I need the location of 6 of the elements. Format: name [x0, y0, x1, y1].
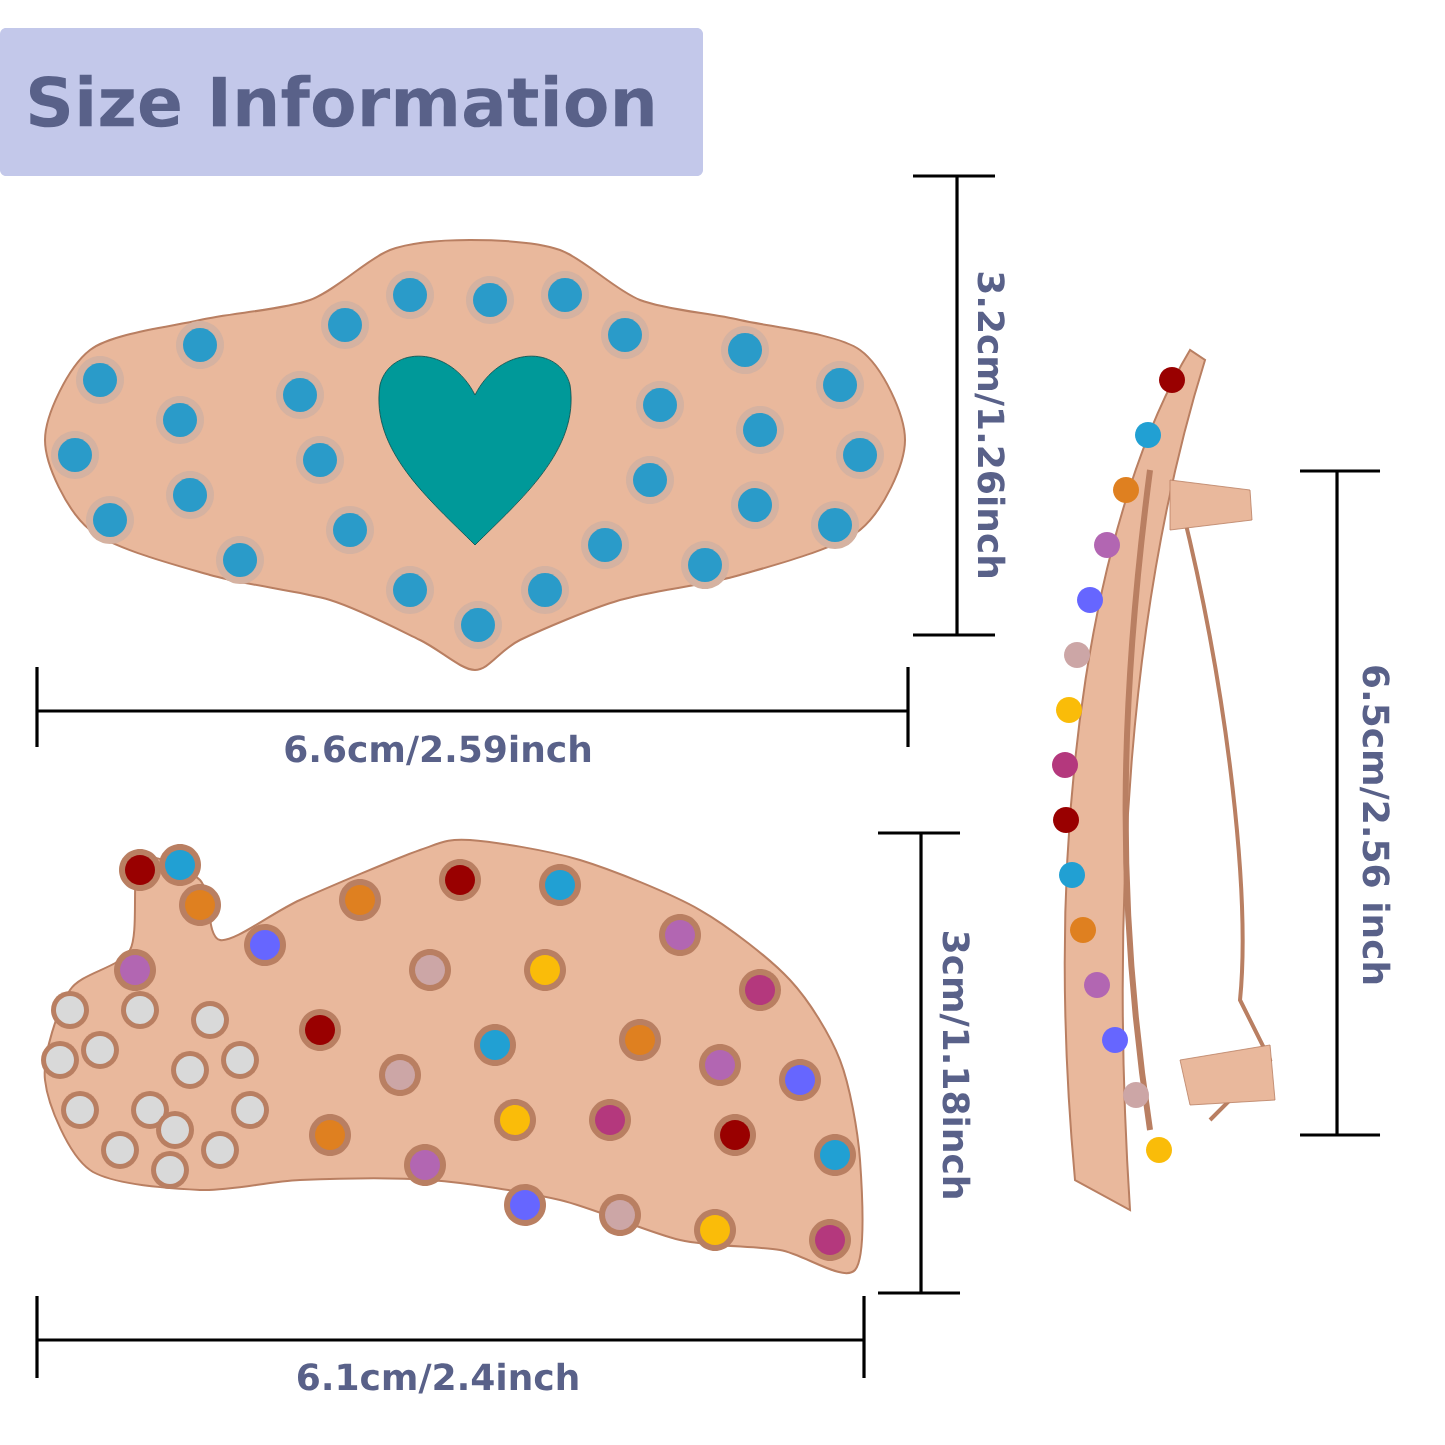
- title-banner: Size Information: [0, 28, 703, 176]
- dimension-label: 6.5cm/2.56 inch: [1359, 666, 1391, 984]
- dimension-label: 6.6cm/2.59inch: [285, 734, 591, 766]
- dimension-label: 6.1cm/2.4inch: [298, 1362, 578, 1394]
- dimension-label: 3cm/1.18inch: [939, 932, 971, 1198]
- dimension-label: 3.2cm/1.26inch: [974, 272, 1006, 578]
